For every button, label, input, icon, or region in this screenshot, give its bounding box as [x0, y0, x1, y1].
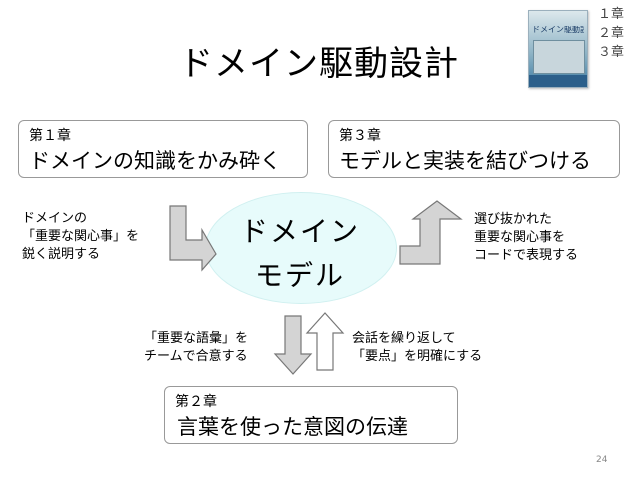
note-left-line-1: ドメインの — [22, 211, 88, 226]
note-bottom-left: 「重要な語彙」を チームで合意する — [144, 330, 248, 366]
chapter-list-item-1: １章 — [598, 7, 625, 22]
chapter-list-item-3: ３章 — [598, 45, 625, 60]
note-left-line-3: 鋭く説明する — [22, 247, 101, 262]
note-bottom-left-line-1: 「重要な語彙」を — [144, 331, 249, 346]
note-right-line-2: 重要な関心事を — [474, 230, 566, 245]
chapter3-box: 第３章 モデルと実装を結びつける — [328, 120, 620, 178]
chapter1-box: 第１章 ドメインの知識をかみ砕く — [18, 120, 308, 178]
page-number: 24 — [596, 455, 608, 465]
note-left-line-2: 「重要な関心事」を — [22, 229, 140, 244]
chapter2-box: 第２章 言葉を使った意図の伝達 — [164, 386, 458, 444]
chapter1-title: ドメインの知識をかみ砕く — [29, 149, 281, 173]
domain-model-label-line2: モデル — [254, 259, 345, 292]
book-cover-art — [533, 40, 585, 74]
chapter2-number: 第２章 — [175, 394, 217, 410]
note-bottom-right-line-2: 「要点」を明確にする — [352, 349, 483, 364]
slide-title: ドメイン駆動設計 — [179, 44, 459, 84]
book-cover-band — [529, 75, 587, 87]
chapter1-number: 第１章 — [29, 128, 71, 144]
note-right-line-1: 選び抜かれた — [474, 212, 553, 227]
note-left: ドメインの 「重要な関心事」を 鋭く説明する — [22, 210, 139, 264]
domain-model-ellipse — [205, 192, 397, 304]
book-cover-image: ドメイン駆動設計 — [528, 10, 588, 88]
chapter3-number: 第３章 — [339, 128, 381, 144]
book-cover-title: ドメイン駆動設計 — [532, 26, 584, 34]
note-bottom-left-line-2: チームで合意する — [144, 349, 248, 364]
domain-model-label-line1: ドメイン — [239, 215, 360, 248]
chapter-list-item-2: ２章 — [598, 26, 625, 41]
note-right-line-3: コードで表現する — [474, 248, 579, 263]
note-bottom-right-line-1: 会話を繰り返して — [352, 331, 456, 346]
note-right: 選び抜かれた 重要な関心事を コードで表現する — [474, 211, 578, 265]
chapter3-title: モデルと実装を結びつける — [339, 149, 591, 173]
chapter2-title: 言葉を使った意図の伝達 — [177, 415, 408, 439]
note-bottom-right: 会話を繰り返して 「要点」を明確にする — [352, 330, 482, 366]
